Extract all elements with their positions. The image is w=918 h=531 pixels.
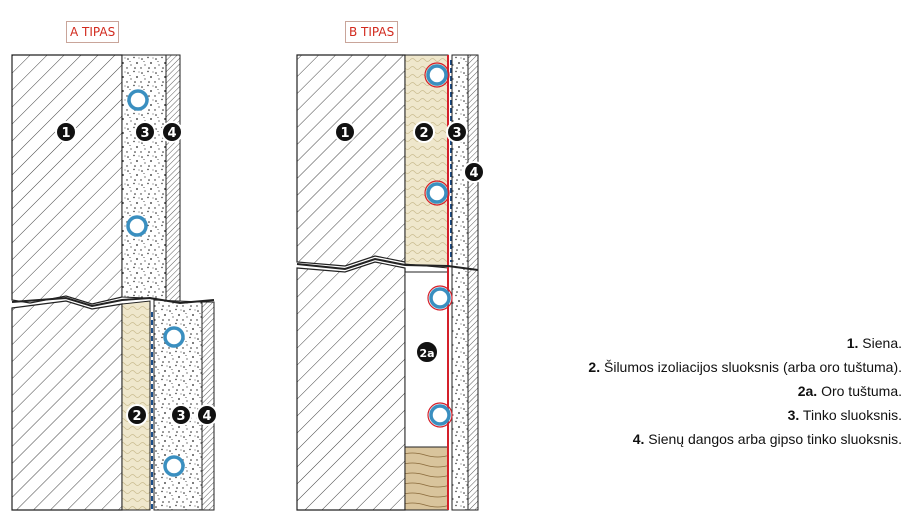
marker-b-4: 4 bbox=[463, 161, 485, 183]
wall-section-diagram: 1 3 4 2 3 4 bbox=[11, 54, 485, 511]
panel-a-title: A TIPAS bbox=[66, 21, 120, 43]
marker-a-2: 2 bbox=[126, 404, 148, 426]
pipe-a-4 bbox=[163, 455, 185, 477]
finish-upper-a bbox=[165, 54, 181, 304]
marker-a-4b: 4 bbox=[196, 404, 218, 426]
svg-text:2: 2 bbox=[419, 126, 428, 141]
legend-item: 2a. Oro tuštuma. bbox=[797, 383, 902, 399]
wall-lower-b bbox=[296, 261, 406, 511]
pipe-b-1 bbox=[426, 64, 448, 86]
pipe-a-3 bbox=[163, 326, 185, 348]
wall-lower-a bbox=[11, 300, 123, 511]
legend-item: 4. Sienų dangos arba gipso tinko sluoksn… bbox=[632, 431, 902, 447]
svg-text:4: 4 bbox=[202, 409, 211, 424]
svg-text:3: 3 bbox=[176, 409, 185, 424]
legend-item: 3. Tinko sluoksnis. bbox=[787, 407, 902, 423]
insulation-upper-b bbox=[404, 54, 449, 269]
panel-b-title: B TIPAS bbox=[345, 21, 399, 43]
legend-item: 2. Šilumos izoliacijos sluoksnis (arba o… bbox=[588, 359, 902, 375]
svg-text:2: 2 bbox=[132, 409, 141, 424]
pipe-a-2 bbox=[126, 215, 148, 237]
legend-item: 1. Siena. bbox=[846, 335, 902, 351]
svg-text:1: 1 bbox=[61, 126, 70, 141]
svg-text:1: 1 bbox=[340, 126, 349, 141]
svg-text:3: 3 bbox=[140, 126, 149, 141]
svg-text:4: 4 bbox=[167, 126, 176, 141]
marker-b-2a: 2a bbox=[415, 340, 439, 364]
plaster-upper-a bbox=[121, 54, 171, 304]
pipe-b-3 bbox=[429, 287, 451, 309]
pipe-b-3-halo bbox=[427, 285, 453, 311]
pipe-b-4-halo bbox=[427, 402, 453, 428]
pipe-b-2 bbox=[426, 182, 448, 204]
pipe-a-1 bbox=[127, 89, 149, 111]
break-line-a bbox=[11, 296, 215, 308]
legend: 1. Siena. 2. Šilumos izoliacijos sluoksn… bbox=[582, 331, 902, 451]
wall-upper-b bbox=[296, 54, 406, 267]
wall-upper-a bbox=[11, 54, 123, 305]
wood-block-b bbox=[404, 446, 449, 511]
pipe-b-2-halo bbox=[424, 180, 450, 206]
panel-a: 1 3 4 2 3 4 bbox=[11, 54, 218, 511]
svg-text:2a: 2a bbox=[419, 347, 434, 360]
marker-b-2: 2 bbox=[413, 121, 435, 143]
panel-b: 1 2 3 4 2a bbox=[296, 54, 485, 511]
break-line-b bbox=[296, 257, 479, 271]
pipe-b-4 bbox=[429, 404, 451, 426]
marker-a-1: 1 bbox=[55, 121, 77, 143]
marker-a-4: 4 bbox=[161, 121, 183, 143]
marker-a-3: 3 bbox=[134, 121, 156, 143]
finish-b bbox=[467, 54, 479, 511]
marker-b-1: 1 bbox=[334, 121, 356, 143]
marker-b-3: 3 bbox=[446, 121, 468, 143]
marker-a-3b: 3 bbox=[170, 404, 192, 426]
svg-text:4: 4 bbox=[469, 166, 478, 181]
svg-text:3: 3 bbox=[452, 126, 461, 141]
pipe-b-1-halo bbox=[424, 62, 450, 88]
